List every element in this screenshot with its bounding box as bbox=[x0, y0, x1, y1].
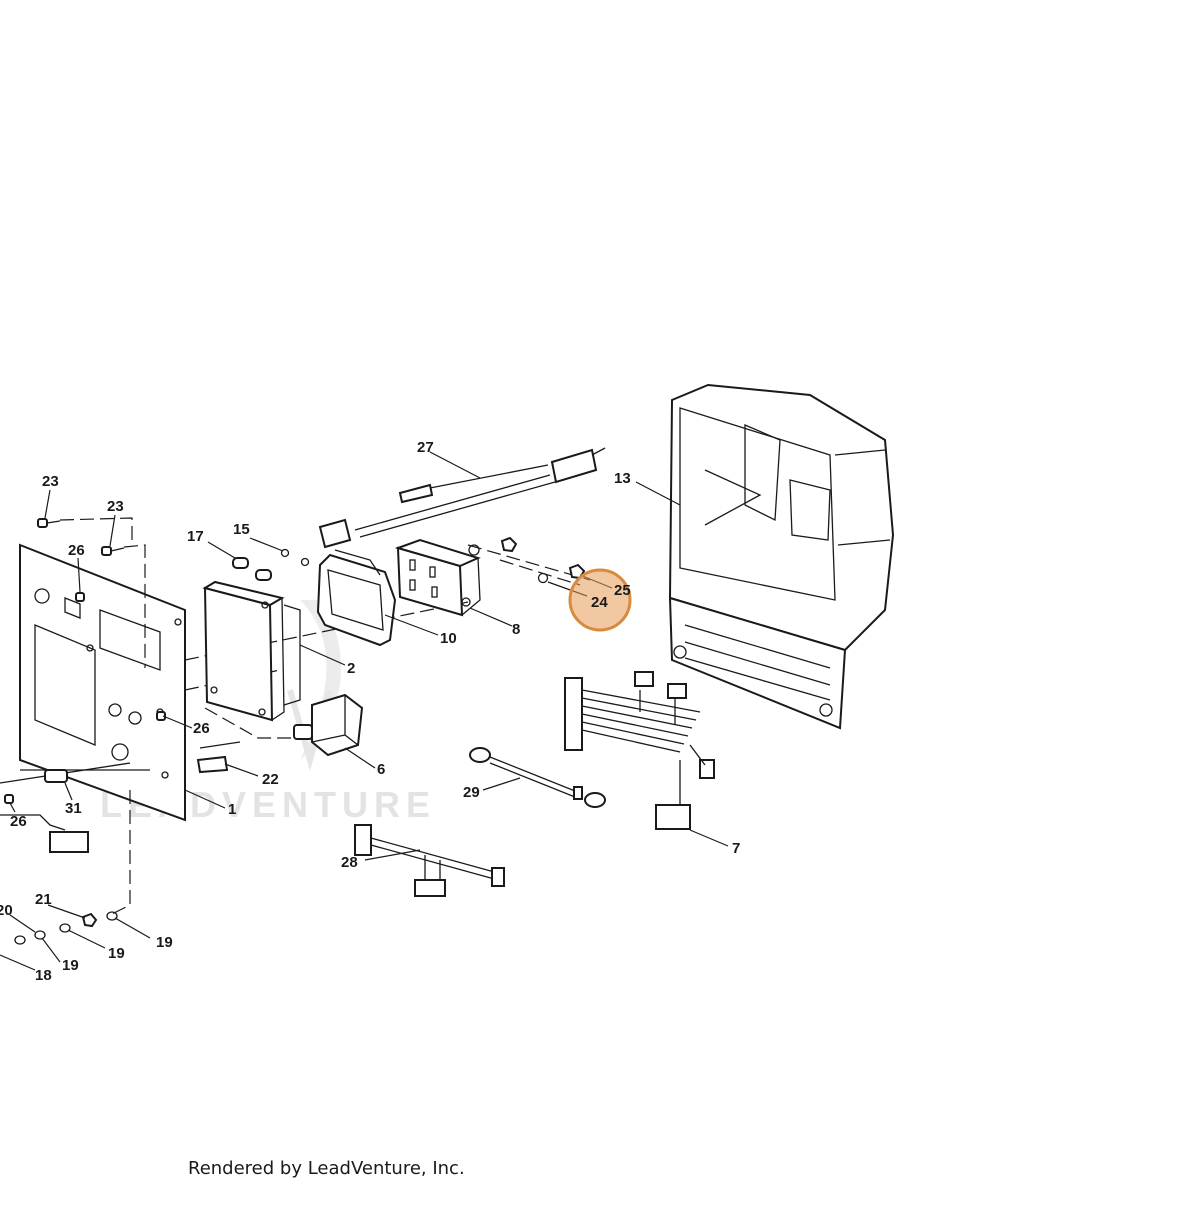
callout-26c[interactable]: 26 bbox=[10, 813, 27, 830]
callout-labels: 23 23 26 17 15 27 13 25 24 10 8 2 26 22 … bbox=[0, 439, 740, 984]
part-24-washer[interactable] bbox=[537, 572, 549, 584]
part-15-washers[interactable] bbox=[280, 548, 310, 567]
callout-21[interactable]: 21 bbox=[35, 891, 52, 908]
callout-17[interactable]: 17 bbox=[187, 528, 204, 545]
part-28-wire-harness[interactable] bbox=[354, 824, 505, 897]
callout-31[interactable]: 31 bbox=[65, 800, 82, 817]
part-17-pins[interactable] bbox=[232, 557, 272, 581]
callout-24[interactable]: 24 bbox=[591, 594, 608, 611]
callout-15[interactable]: 15 bbox=[233, 521, 250, 538]
part-26-screw-upper[interactable] bbox=[75, 592, 85, 602]
callout-19c[interactable]: 19 bbox=[62, 957, 79, 974]
callout-1[interactable]: 1 bbox=[228, 801, 236, 818]
footer-credit: Rendered by LeadVenture, Inc. bbox=[188, 1158, 465, 1179]
callout-27[interactable]: 27 bbox=[417, 439, 434, 456]
callout-19b[interactable]: 19 bbox=[108, 945, 125, 962]
callout-10[interactable]: 10 bbox=[440, 630, 457, 647]
callout-22[interactable]: 22 bbox=[262, 771, 279, 788]
part-27-wire-harness[interactable] bbox=[318, 447, 606, 549]
part-22-bolt[interactable] bbox=[196, 741, 241, 774]
callout-28[interactable]: 28 bbox=[341, 854, 358, 871]
part-nut-left[interactable] bbox=[500, 536, 518, 553]
callout-23a[interactable]: 23 bbox=[42, 473, 59, 490]
callout-25[interactable]: 25 bbox=[614, 582, 631, 599]
callout-7[interactable]: 7 bbox=[732, 840, 740, 857]
callout-13[interactable]: 13 bbox=[614, 470, 631, 487]
callout-24-highlight bbox=[568, 568, 632, 632]
part-26-screw-mid[interactable] bbox=[156, 711, 166, 721]
callout-23b[interactable]: 23 bbox=[107, 498, 124, 515]
part-7-wire-harness[interactable] bbox=[564, 671, 715, 830]
part-23-screw-right[interactable] bbox=[101, 546, 125, 556]
callout-20[interactable]: 20 bbox=[0, 902, 13, 919]
part-31-wire-connector[interactable] bbox=[0, 762, 131, 853]
callout-6[interactable]: 6 bbox=[377, 761, 385, 778]
callout-8[interactable]: 8 bbox=[512, 621, 520, 638]
callout-18[interactable]: 18 bbox=[35, 967, 52, 984]
callout-2[interactable]: 2 bbox=[347, 660, 355, 677]
callout-29[interactable]: 29 bbox=[463, 784, 480, 801]
part-18-21-hardware[interactable] bbox=[14, 911, 118, 945]
part-29-ground-strap[interactable] bbox=[469, 747, 606, 808]
part-6-circuit-breaker[interactable] bbox=[293, 693, 364, 757]
part-10-outlet-cover[interactable] bbox=[316, 549, 397, 647]
callout-26b[interactable]: 26 bbox=[193, 720, 210, 737]
callout-19a[interactable]: 19 bbox=[156, 934, 173, 951]
part-13-housing[interactable] bbox=[668, 383, 895, 730]
part-8-receptacle[interactable] bbox=[394, 538, 481, 617]
part-23-screw-left[interactable] bbox=[37, 518, 61, 528]
part-1-mounting-plate[interactable] bbox=[19, 543, 186, 822]
part-26-screw-lower[interactable] bbox=[4, 794, 14, 804]
part-2-control-module[interactable] bbox=[202, 580, 301, 722]
part-washer-left[interactable] bbox=[468, 544, 480, 556]
callout-26a[interactable]: 26 bbox=[68, 542, 85, 559]
